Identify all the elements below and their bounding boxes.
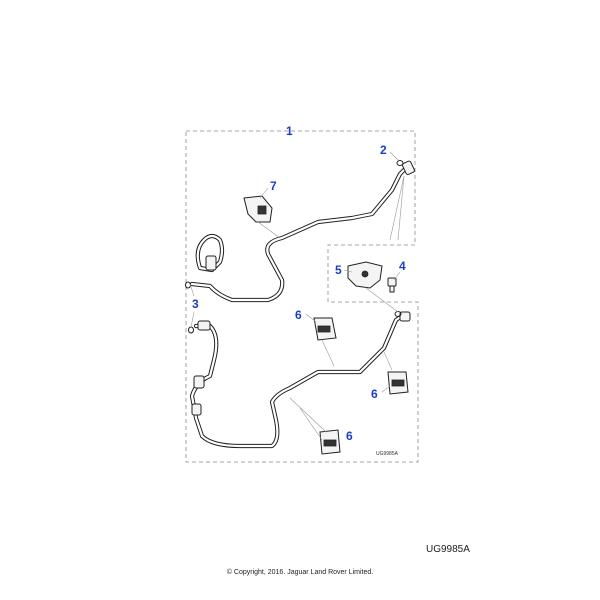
- bracket-part-5: [347, 261, 383, 289]
- assembly-outline: [185, 130, 419, 463]
- o-ring-left-upper: [185, 281, 191, 289]
- callout-6-lower: 6: [346, 429, 353, 443]
- drawing-code: UG9985A: [426, 544, 470, 555]
- upper-fuel-pipe: [189, 160, 415, 303]
- callout-5: 5: [335, 263, 342, 277]
- bracket-part-7: [243, 195, 273, 223]
- callout-4: 4: [399, 259, 406, 273]
- lower-fuel-pipe: [189, 311, 411, 449]
- copyright-text: © Copyright, 2016. Jaguar Land Rover Lim…: [226, 569, 374, 576]
- callout-2: 2: [380, 143, 387, 157]
- callout-6-right: 6: [371, 387, 378, 401]
- clip-part-6-upper: [313, 317, 337, 341]
- callout-7: 7: [270, 179, 277, 193]
- callout-3: 3: [192, 297, 199, 311]
- o-ring-lower-right: [394, 311, 402, 317]
- inner-drawing-code: UG9985A: [376, 451, 399, 457]
- o-ring-left-lower: [188, 326, 194, 334]
- callout-6-upper: 6: [295, 308, 302, 322]
- leader-lines: [189, 131, 405, 441]
- o-ring-upper-right: [396, 160, 404, 166]
- clip-part-6-lower: [319, 429, 341, 455]
- callout-1: 1: [286, 124, 293, 138]
- bolt-part-4: [387, 277, 397, 293]
- clip-part-6-right: [387, 371, 409, 395]
